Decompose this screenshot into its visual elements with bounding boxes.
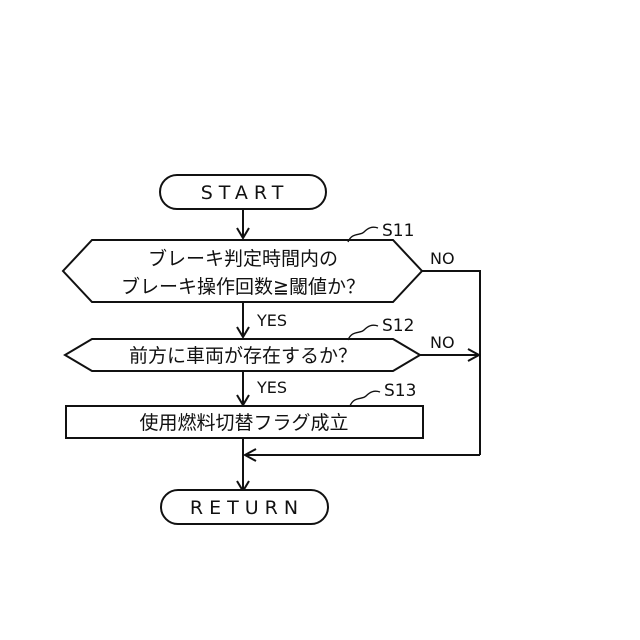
- s11-no-label: NO: [430, 249, 455, 268]
- s11-text-line2: ブレーキ操作回数≧閾値か？: [121, 275, 365, 298]
- s12-no-label: NO: [430, 333, 455, 352]
- s11-yes-label: YES: [256, 311, 287, 330]
- s12-text: 前方に車両が存在するか？: [129, 345, 357, 367]
- start-label: START: [201, 182, 290, 204]
- s11-step-id: S11: [382, 221, 414, 241]
- s13-text: 使用燃料切替フラグ成立: [139, 412, 348, 434]
- s13-leader: [350, 391, 380, 406]
- s12-step-id: S12: [382, 316, 414, 336]
- s13-step-id: S13: [384, 381, 416, 401]
- s12-leader: [348, 325, 378, 340]
- s12-yes-label: YES: [256, 378, 287, 397]
- connector-s11-no: [422, 271, 480, 455]
- return-label: RETURN: [190, 497, 304, 519]
- s11-text-line1: ブレーキ判定時間内の: [148, 247, 338, 270]
